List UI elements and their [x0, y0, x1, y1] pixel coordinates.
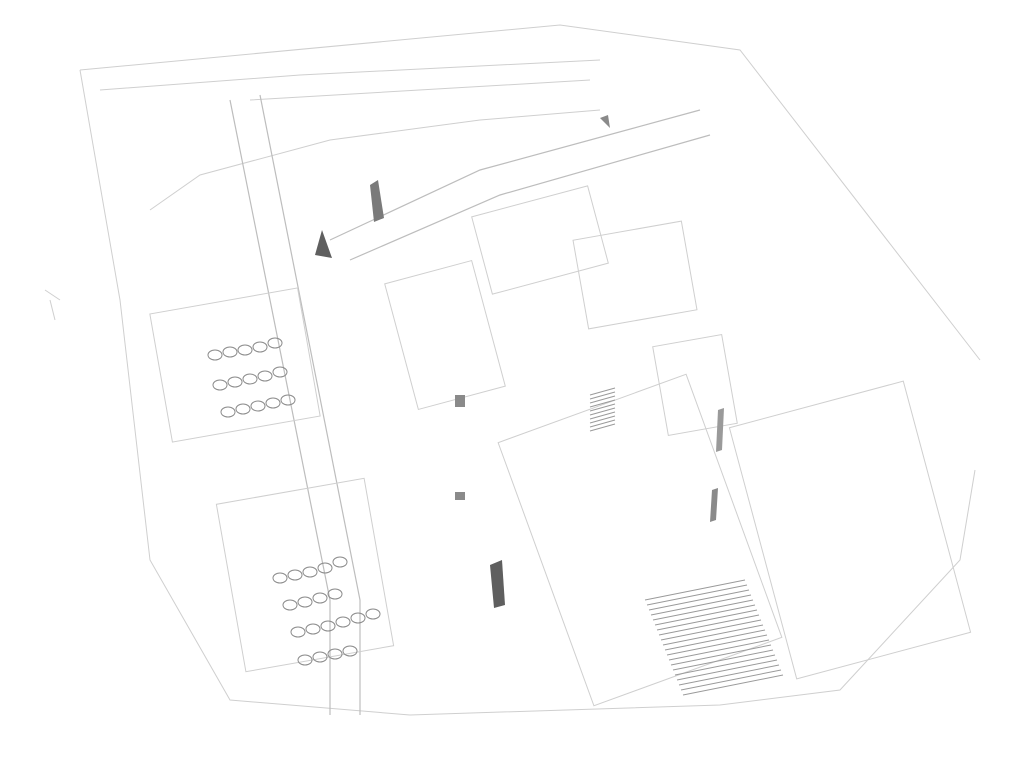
car-icon: [320, 620, 336, 632]
stripe: [589, 399, 616, 408]
dark-wall: [370, 180, 384, 222]
striped-areas: [589, 387, 784, 696]
car-icon: [297, 654, 313, 666]
stripe: [644, 579, 746, 601]
stripe: [589, 411, 616, 420]
stripe: [678, 664, 780, 686]
stripe: [666, 634, 768, 656]
stripe: [672, 649, 774, 671]
car-icon: [267, 337, 283, 349]
stripe: [668, 639, 770, 661]
stripe: [648, 589, 750, 611]
dark-wall: [490, 560, 505, 608]
stripe: [589, 403, 616, 412]
stripe: [589, 387, 616, 396]
buildings: [149, 185, 972, 707]
car-icon: [282, 599, 298, 611]
car-icon: [212, 379, 228, 391]
car-icon: [327, 588, 343, 600]
stripe: [650, 594, 752, 616]
site-outline: [44, 24, 981, 716]
parking-cars: [207, 337, 381, 666]
car-icon: [235, 403, 251, 415]
car-icon: [305, 623, 321, 635]
car-icon: [222, 346, 238, 358]
dark-wall: [716, 408, 724, 452]
stripe: [664, 629, 766, 651]
stripe: [654, 604, 756, 626]
stripe: [589, 391, 616, 400]
car-icon: [342, 645, 358, 657]
dark-wall: [710, 488, 718, 522]
car-icon: [220, 406, 236, 418]
stripe: [589, 419, 616, 428]
stripe: [646, 584, 748, 606]
stripe: [682, 674, 784, 696]
car-icon: [257, 370, 273, 382]
car-icon: [207, 349, 223, 361]
stripe: [589, 415, 616, 424]
stripe: [680, 669, 782, 691]
car-icon: [365, 608, 381, 620]
car-icon: [312, 651, 328, 663]
stripe: [589, 423, 616, 432]
car-icon: [332, 556, 348, 568]
car-icon: [297, 596, 313, 608]
car-icon: [250, 400, 266, 412]
road: [229, 94, 711, 715]
car-icon: [350, 612, 366, 624]
car-icon: [280, 394, 296, 406]
car-icon: [252, 341, 268, 353]
car-icon: [290, 626, 306, 638]
car-icon: [302, 566, 318, 578]
stripe: [589, 395, 616, 404]
car-icon: [312, 592, 328, 604]
dark-block: [455, 395, 465, 407]
stripe: [676, 659, 778, 681]
car-icon: [272, 366, 288, 378]
car-icon: [237, 344, 253, 356]
stripe: [674, 654, 776, 676]
dark-roof: [315, 230, 332, 258]
car-icon: [317, 562, 333, 574]
car-icon: [242, 373, 258, 385]
stripe: [589, 407, 616, 416]
car-icon: [335, 616, 351, 628]
car-icon: [265, 397, 281, 409]
dark-block: [455, 492, 465, 500]
stripe: [662, 624, 764, 646]
car-icon: [272, 572, 288, 584]
stripe: [670, 644, 772, 666]
stripe: [658, 614, 760, 636]
accent-shapes: [315, 115, 724, 608]
car-icon: [287, 569, 303, 581]
stripe: [660, 619, 762, 641]
stripe: [652, 599, 754, 621]
stripe: [656, 609, 758, 631]
dark-marker: [600, 115, 610, 128]
car-icon: [227, 376, 243, 388]
car-icon: [327, 648, 343, 660]
